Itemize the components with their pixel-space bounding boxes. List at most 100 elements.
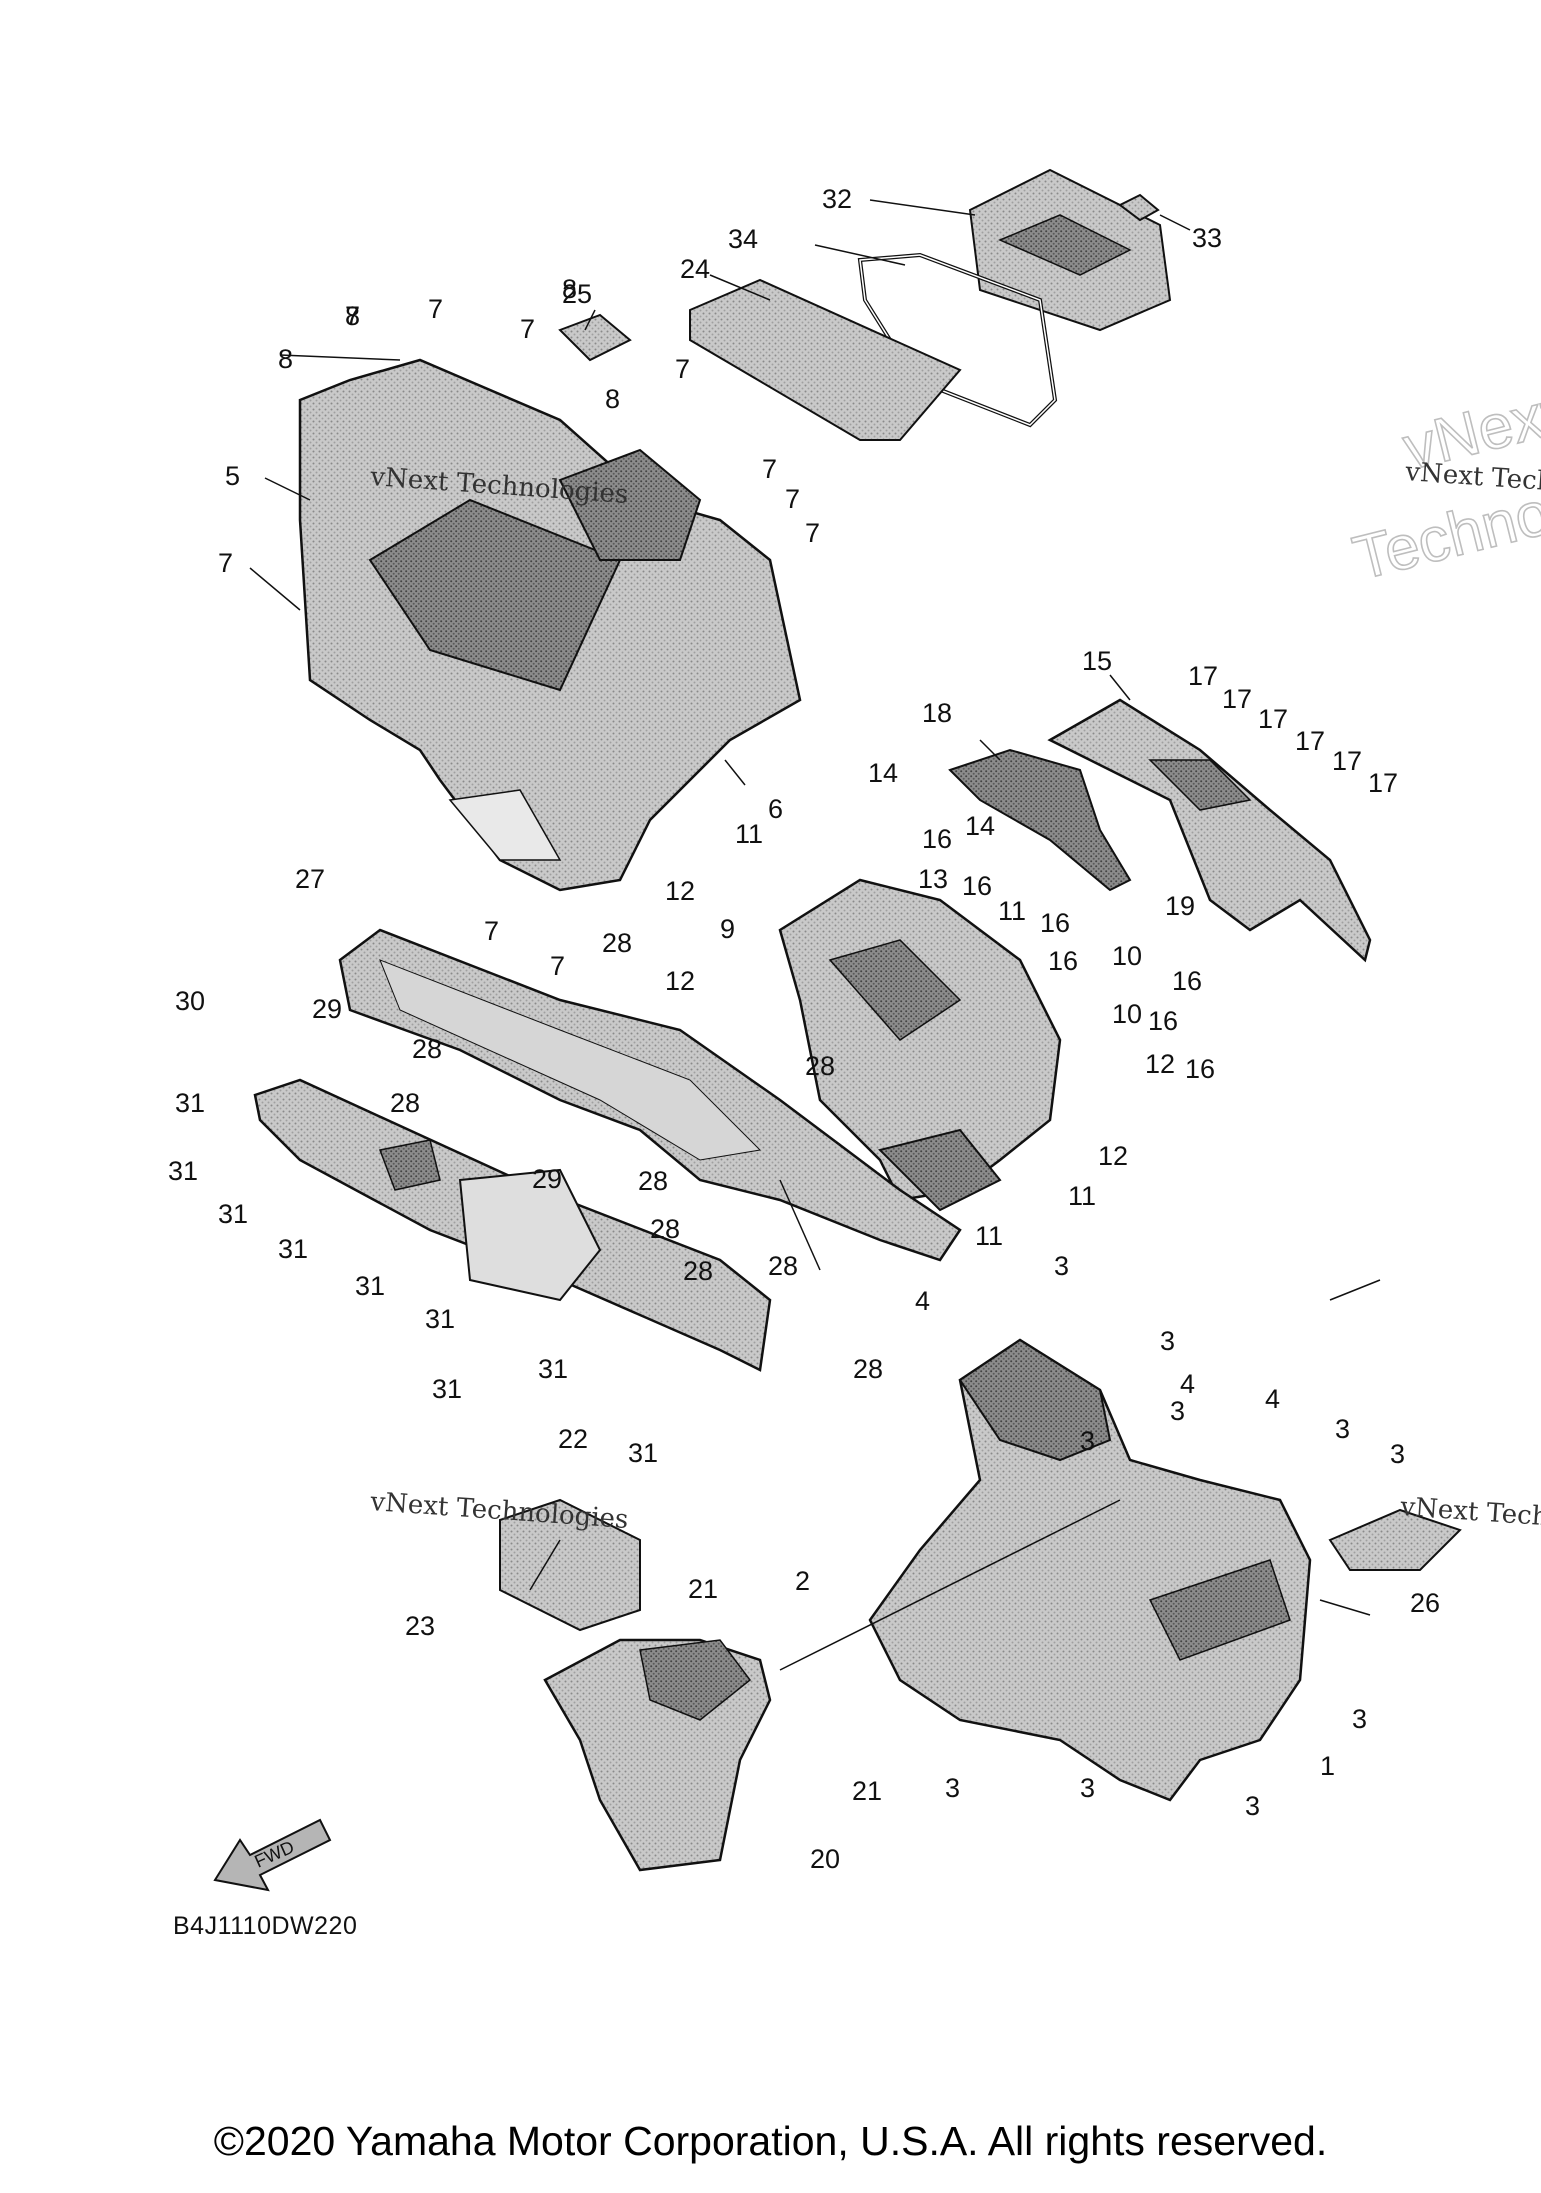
callout: 29 — [312, 994, 342, 1024]
callout: 28 — [853, 1354, 883, 1384]
part-25-clip — [558, 313, 632, 362]
callout: 32 — [822, 184, 852, 214]
callout: 7 — [805, 518, 820, 548]
callout: 22 — [558, 1424, 588, 1454]
center-bracket-assembly — [778, 878, 1062, 1212]
callout: 6 — [768, 794, 783, 824]
callout: 31 — [218, 1199, 248, 1229]
fwd-arrow-icon: FWD — [213, 1818, 332, 1892]
callout: 7 — [428, 294, 443, 324]
callout: 10 — [1112, 999, 1142, 1029]
callout: 5 — [225, 461, 240, 491]
callout: 28 — [683, 1256, 713, 1286]
callout: 31 — [168, 1156, 198, 1186]
diagram-code: B4J1110DW220 — [173, 1912, 358, 1940]
callout: 3 — [1054, 1251, 1069, 1281]
callout: 16 — [962, 871, 992, 901]
callout: 16 — [1148, 1006, 1178, 1036]
callout: 2 — [795, 1566, 810, 1596]
callout: 20 — [810, 1844, 840, 1874]
callout: 28 — [390, 1088, 420, 1118]
callout: 17 — [1332, 746, 1362, 776]
callout: 26 — [1410, 1588, 1440, 1618]
callout: 28 — [412, 1034, 442, 1064]
callout: 4 — [1180, 1369, 1195, 1399]
callout: 3 — [1080, 1773, 1095, 1803]
callout: 25 — [562, 279, 592, 309]
callout: 7 — [675, 354, 690, 384]
part-22-box — [499, 1498, 641, 1632]
callout: 18 — [922, 698, 952, 728]
callout: 21 — [852, 1776, 882, 1806]
callout: 17 — [1258, 704, 1288, 734]
callout: 7 — [218, 548, 233, 578]
callout-labels: 1 2 3 3 3 3 3 3 3 3 3 3 4 4 4 5 6 7 7 7 … — [168, 184, 1440, 1874]
callout: 19 — [1165, 891, 1195, 921]
callout: 7 — [520, 314, 535, 344]
callout: 31 — [425, 1304, 455, 1334]
callout: 3 — [1160, 1326, 1175, 1356]
callout: 7 — [484, 916, 499, 946]
callout: 14 — [868, 758, 898, 788]
copyright-footer: ©2020 Yamaha Motor Corporation, U.S.A. A… — [213, 2118, 1328, 2164]
callout: 8 — [345, 301, 360, 331]
callout: 17 — [1188, 661, 1218, 691]
callout: 28 — [805, 1051, 835, 1081]
callout: 33 — [1192, 223, 1222, 253]
callout: 8 — [605, 384, 620, 414]
callout: 31 — [538, 1354, 568, 1384]
callout: 15 — [1082, 646, 1112, 676]
callout: 31 — [628, 1438, 658, 1468]
callout: 29 — [532, 1164, 562, 1194]
callout: 8 — [278, 344, 293, 374]
part-5-upper-panel — [298, 358, 802, 892]
callout: 23 — [405, 1611, 435, 1641]
callout: 12 — [1145, 1049, 1175, 1079]
callout: 28 — [650, 1214, 680, 1244]
leader-lines — [249, 199, 1381, 1671]
callout: 3 — [1080, 1426, 1095, 1456]
watermark-line-3: vNext Technologies — [369, 1487, 630, 1535]
callout: 17 — [1222, 684, 1252, 714]
part-30-rail — [253, 1078, 772, 1372]
callout: 3 — [1335, 1414, 1350, 1444]
callout: 11 — [735, 819, 763, 849]
callout: 17 — [1295, 726, 1325, 756]
callout: 12 — [665, 966, 695, 996]
callout: 27 — [295, 864, 325, 894]
part-18-trim — [948, 748, 1132, 892]
callout: 1 — [1320, 1751, 1335, 1781]
part-20-fender — [543, 1638, 772, 1872]
callout: 16 — [1172, 966, 1202, 996]
callout: 7 — [345, 301, 360, 331]
part-15-side-cover — [1047, 698, 1372, 963]
callout: 7 — [785, 484, 800, 514]
part-27-frame-beam — [338, 928, 962, 1262]
callout: 10 — [1112, 941, 1142, 971]
callout: 16 — [1048, 946, 1078, 976]
part-24-cover — [689, 278, 962, 441]
callout: 24 — [680, 254, 710, 284]
callout: 3 — [945, 1773, 960, 1803]
callout: 4 — [915, 1286, 930, 1316]
callout: 21 — [688, 1574, 718, 1604]
callout: 28 — [768, 1251, 798, 1281]
part-32-lid — [968, 168, 1172, 332]
part-33-bolt — [1118, 193, 1160, 222]
callout: 11 — [998, 896, 1026, 926]
callout: 31 — [278, 1234, 308, 1264]
callout: 8 — [562, 274, 577, 304]
callout: 28 — [602, 928, 632, 958]
callout: 34 — [728, 224, 758, 254]
callout: 3 — [1352, 1704, 1367, 1734]
callout: 28 — [638, 1166, 668, 1196]
callout: 7 — [762, 454, 777, 484]
callout: 13 — [918, 864, 948, 894]
callout: 31 — [355, 1271, 385, 1301]
callout: 30 — [175, 986, 205, 1016]
callout: 12 — [665, 876, 695, 906]
callout: 11 — [975, 1221, 1003, 1251]
callout: 11 — [1068, 1181, 1096, 1211]
callout: 14 — [965, 811, 995, 841]
